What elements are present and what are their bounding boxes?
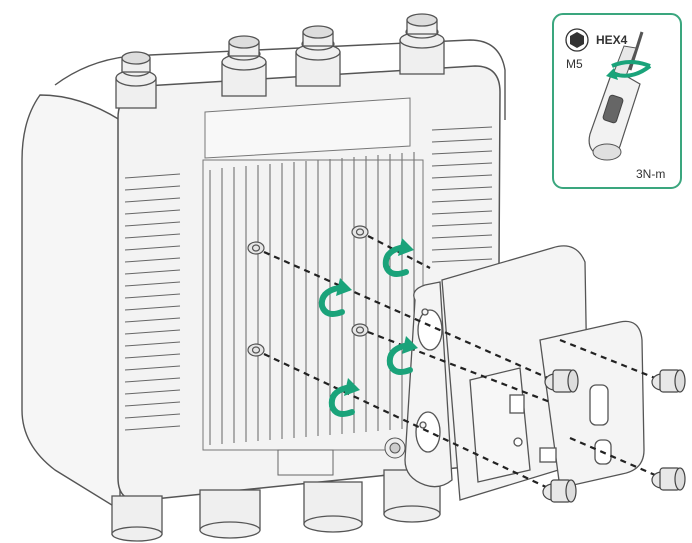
stud bbox=[247, 241, 265, 255]
cable-gland bbox=[199, 489, 261, 539]
rotation-arrow-icon bbox=[382, 238, 414, 277]
tool-inset-panel: HEX4 M5 3N-m bbox=[552, 13, 682, 189]
cable-gland bbox=[303, 481, 363, 533]
antenna-connector bbox=[295, 25, 341, 87]
heatsink-fins bbox=[202, 152, 424, 451]
antenna-connector bbox=[221, 35, 267, 97]
device-shell-edge bbox=[54, 39, 506, 120]
left-vent-louvres bbox=[124, 173, 181, 431]
stud bbox=[351, 225, 369, 239]
right-vent-louvres bbox=[431, 126, 493, 263]
cable-gland bbox=[111, 495, 163, 542]
m5-screw bbox=[542, 479, 577, 503]
stud bbox=[247, 343, 265, 357]
inset-rotation-arrow-icon bbox=[606, 60, 652, 80]
rotation-arrows bbox=[318, 238, 418, 417]
m5-screw bbox=[651, 467, 686, 491]
m5-screw bbox=[544, 369, 579, 393]
rotation-arrow-icon bbox=[328, 378, 360, 417]
hex-socket-icon bbox=[565, 28, 589, 52]
torque-screwdriver-icon bbox=[588, 31, 652, 161]
device-inner-panel bbox=[204, 97, 411, 159]
stud bbox=[351, 323, 369, 337]
top-antenna-connectors bbox=[115, 13, 445, 109]
mounting-bracket bbox=[404, 245, 645, 501]
antenna-connector bbox=[115, 51, 157, 109]
bracket-screws bbox=[542, 369, 686, 503]
torque-label: 3N-m bbox=[636, 167, 665, 181]
bit-type-label: HEX4 bbox=[596, 33, 628, 47]
rotation-arrow-icon bbox=[386, 336, 418, 375]
screw-size-label: M5 bbox=[566, 57, 583, 71]
guide-line bbox=[569, 436, 656, 477]
guide-line bbox=[263, 353, 549, 489]
bottom-cable-glands bbox=[111, 469, 441, 542]
guide-line bbox=[263, 250, 549, 380]
mounting-studs bbox=[247, 225, 369, 357]
rotation-arrow-icon bbox=[318, 278, 352, 317]
antenna-connector bbox=[399, 13, 445, 75]
m5-screw bbox=[651, 369, 686, 393]
access-point-device bbox=[21, 39, 506, 512]
ground-screw bbox=[384, 437, 406, 459]
nameplate bbox=[277, 449, 334, 476]
device-back-shell bbox=[21, 94, 121, 512]
